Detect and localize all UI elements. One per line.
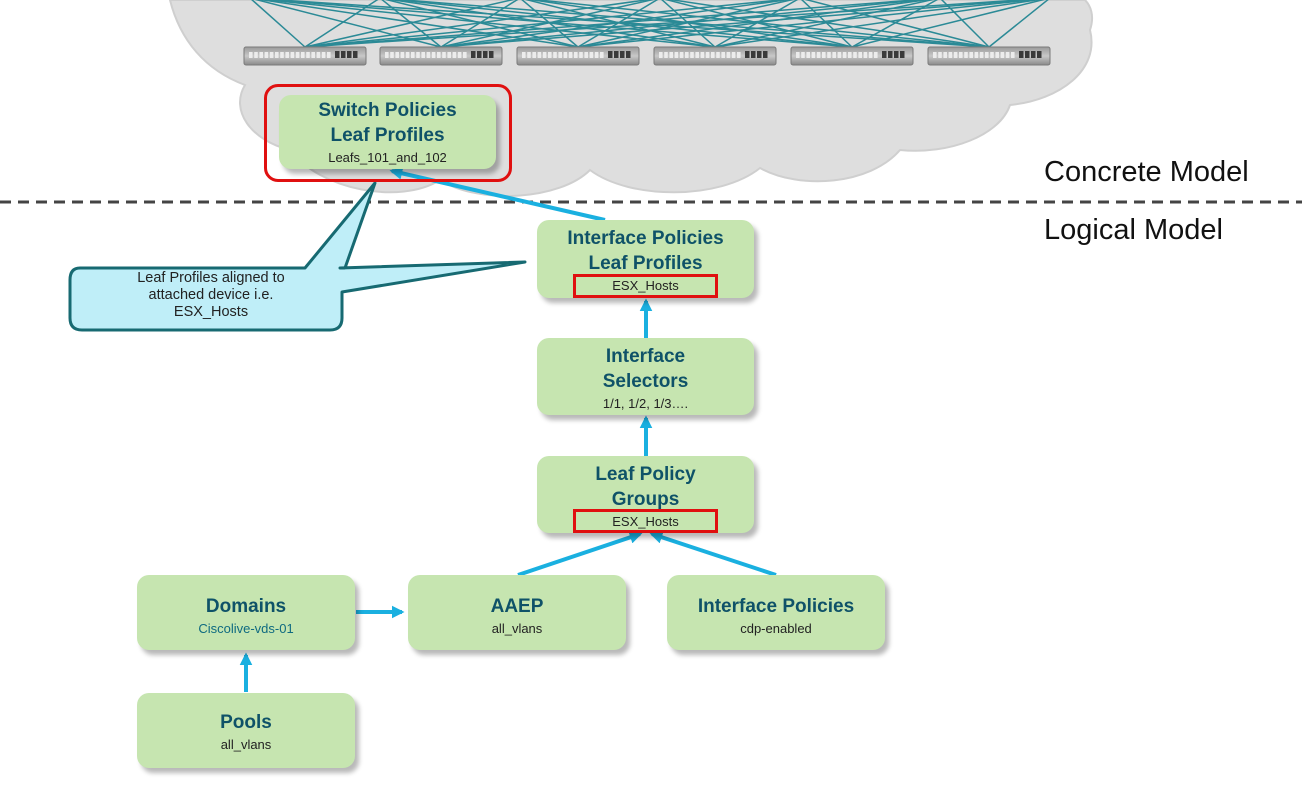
callout-text: Leaf Profiles aligned to attached device… [80,270,342,321]
leaf-switch-icon [243,46,367,66]
pools-node[interactable]: Pools all_vlans [137,693,355,768]
esx-hosts-highlight-1 [573,274,718,298]
fabric-link [254,0,442,48]
interface-selectors-title-1: Interface [605,346,686,367]
interface-selectors-title-2: Selectors [602,371,689,392]
fabric-link [804,0,990,48]
interface-leaf-profiles-title: Leaf Profiles [588,253,703,274]
fabric-link [261,0,716,48]
logical-model-label: Logical Model [1044,214,1223,246]
arrow-interface-policies-to-groups [649,531,777,577]
domains-title: Domains [205,596,287,617]
fabric-link [395,0,990,48]
fabric-link [265,0,853,48]
domains-node[interactable]: Domains Ciscolive-vds-01 [137,575,355,650]
leaf-policy-groups-subtitle: ESX_Hosts [612,514,679,529]
leaf-switch-icon [927,46,1051,66]
fabric-links [251,0,1049,48]
leaf-switch-icon [379,46,503,66]
pools-title: Pools [220,712,272,733]
callout-line-3: ESX_Hosts [173,304,249,320]
arrow-aaep-to-groups [517,531,643,577]
switch-profiles-subtitle: Leafs_101_and_102 [328,150,447,165]
leaf-policy-groups-title-1: Leaf Policy [595,464,696,485]
interface-policies-node-subtitle: cdp-enabled [740,621,812,636]
leaf-switches [243,46,1051,66]
leaf-switch-icon [790,46,914,66]
switch-policies-node[interactable]: Switch Policies Leaf Profiles Leafs_101_… [279,95,496,169]
fabric-link [268,0,990,48]
interface-selectors-node[interactable]: Interface Selectors 1/1, 1/2, 1/3…. [537,338,754,415]
fabric-link [988,0,1049,48]
fabric-link [258,0,579,48]
interface-leaf-profiles-subtitle: ESX_Hosts [612,278,679,293]
fabric-link [251,0,306,48]
callout-line-2: attached device i.e. [148,287,274,303]
leaf-switch-icon [653,46,777,66]
fabric-link [531,0,990,48]
callout-bubble [68,181,527,332]
fabric-link [940,0,990,48]
switch-leaf-profiles-title: Leaf Profiles [330,125,445,146]
aaep-title: AAEP [490,596,544,617]
interface-policies-title: Interface Policies [567,228,724,249]
leaf-policy-groups-title-2: Groups [611,489,680,510]
pools-subtitle: all_vlans [220,737,272,752]
interface-policies-node[interactable]: Interface Policies cdp-enabled [667,575,885,650]
concrete-model-label: Concrete Model [1044,156,1249,188]
esx-hosts-highlight-2 [573,509,718,533]
switch-profiles-highlight [264,84,512,182]
leaf-switch-icon [516,46,640,66]
interface-policies-node-title: Interface Policies [697,596,855,617]
interface-selectors-subtitle: 1/1, 1/2, 1/3…. [602,396,689,411]
callout-line-1: Leaf Profiles aligned to [137,270,285,286]
aaep-subtitle: all_vlans [491,621,543,636]
aaep-node[interactable]: AAEP all_vlans [408,575,626,650]
switch-policies-title: Switch Policies [318,100,457,121]
domains-subtitle: Ciscolive-vds-01 [198,621,294,636]
fabric-link [668,0,990,48]
